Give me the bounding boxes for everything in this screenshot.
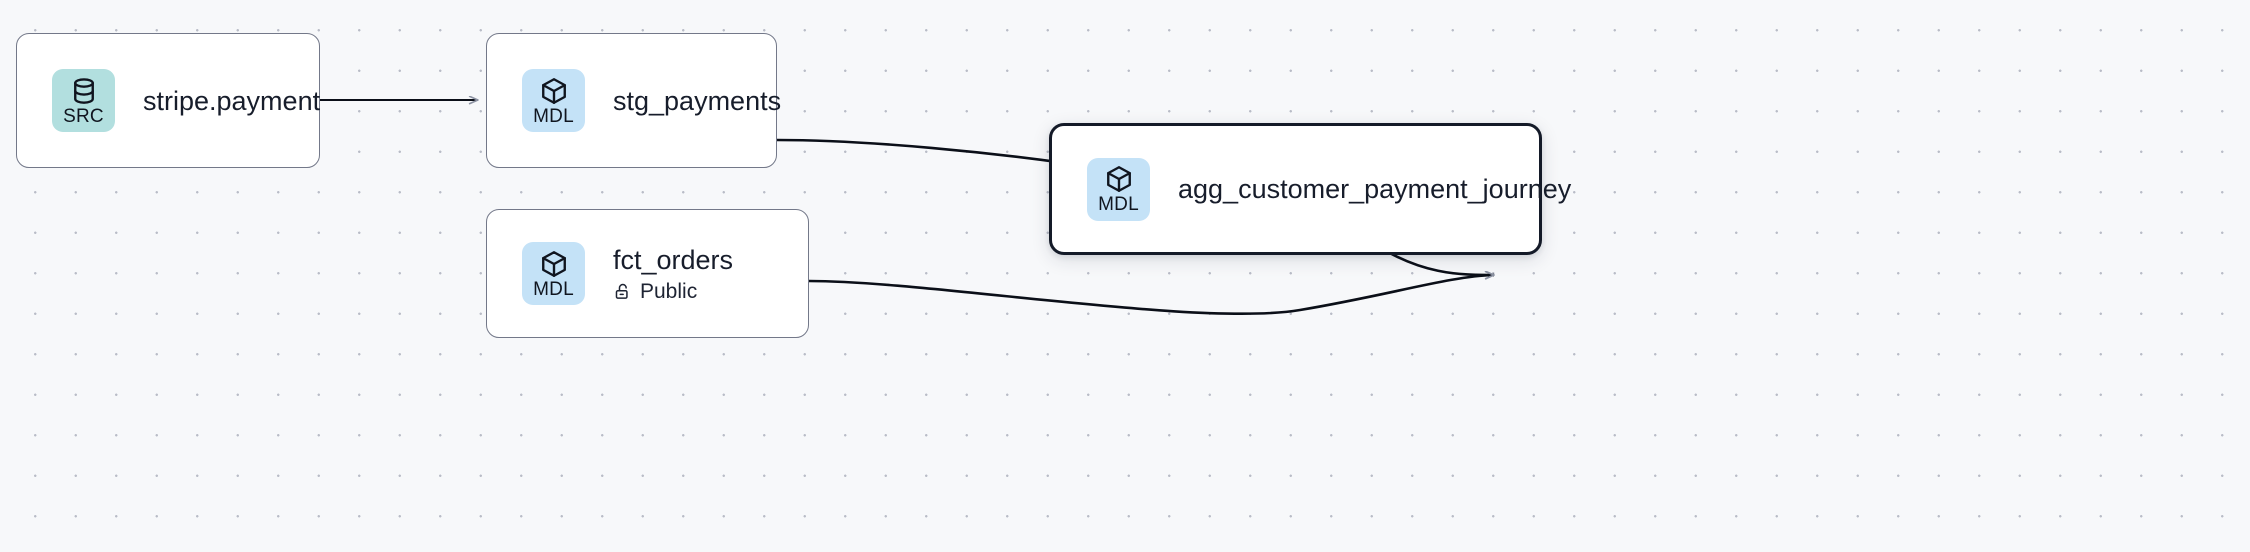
node-title: stg_payments bbox=[613, 85, 782, 116]
node-badge-label: MDL bbox=[1098, 194, 1139, 215]
database-icon bbox=[73, 77, 94, 104]
node-badge-mdl: MDL bbox=[522, 242, 585, 305]
node-title: agg_customer_payment_journey bbox=[1178, 174, 1572, 204]
edge-fct-to-agg bbox=[808, 275, 1494, 316]
node-text-block: fct_orders Public bbox=[613, 245, 733, 303]
node-visibility-label: Public bbox=[640, 279, 698, 303]
node-text-block: stg_payments bbox=[613, 86, 781, 116]
node-agg-customer-payment-journey[interactable]: MDL agg_customer_payment_journey bbox=[1049, 123, 1571, 255]
node-visibility: Public bbox=[613, 280, 733, 303]
node-stripe-payment[interactable]: SRC stripe.payment bbox=[16, 33, 320, 168]
node-badge-label: MDL bbox=[533, 105, 574, 127]
node-fct-orders[interactable]: MDL fct_orders Public bbox=[486, 209, 809, 338]
node-badge-mdl: MDL bbox=[522, 69, 585, 132]
node-badge-label: MDL bbox=[533, 278, 574, 300]
cube-icon bbox=[1106, 166, 1131, 192]
node-text-block: agg_customer_payment_journey bbox=[1178, 174, 1571, 204]
node-title: stripe.payment bbox=[143, 85, 321, 116]
node-badge-src: SRC bbox=[52, 69, 115, 132]
node-text-block: stripe.payment bbox=[143, 86, 320, 116]
node-badge-label: SRC bbox=[63, 105, 104, 127]
node-stg-payments[interactable]: MDL stg_payments bbox=[486, 33, 781, 168]
node-title: fct_orders bbox=[613, 244, 734, 275]
unlocked-padlock-icon bbox=[615, 283, 628, 299]
node-badge-mdl: MDL bbox=[1087, 157, 1150, 221]
cube-icon bbox=[541, 250, 566, 277]
cube-icon bbox=[541, 77, 566, 104]
